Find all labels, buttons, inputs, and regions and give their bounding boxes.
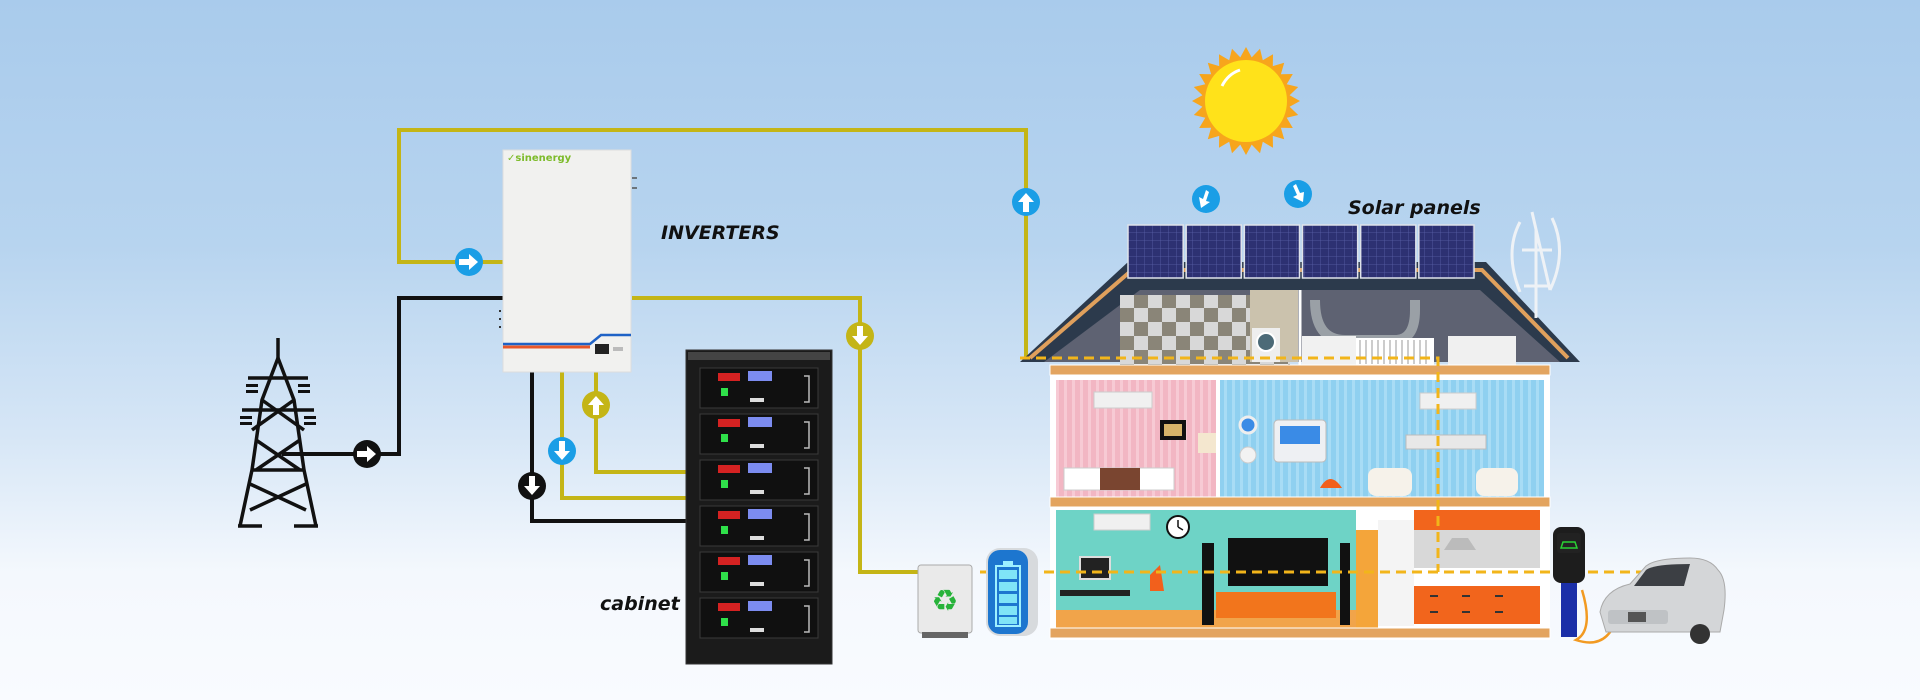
svg-text:♻: ♻: [932, 584, 959, 619]
solar-panels: [1127, 224, 1475, 279]
flow-arrow-solar-in: [455, 248, 483, 276]
solar-panel: [1359, 224, 1417, 279]
flow-arrow-charge-down: [548, 437, 576, 465]
solar-panel: [1301, 224, 1359, 279]
inverter-unit: [499, 149, 637, 373]
sun-icon: [1192, 47, 1300, 155]
flow-arrow-sun-2: [1284, 180, 1312, 208]
checkmark-icon: ✓: [507, 153, 516, 164]
brand-logo: ✓sinenergy: [507, 153, 572, 164]
solar-panel: [1185, 224, 1243, 279]
cabinet-vent: [688, 352, 830, 360]
flow-arrow-ground-down: [518, 472, 546, 500]
battery-cabinet: [685, 349, 833, 665]
flow-arrow-up-house: [1012, 188, 1040, 216]
wire-inverter-to-house: [632, 296, 932, 574]
wire-grid-to-inverter: [282, 296, 503, 456]
flow-arrow-inverter-to-house: [846, 322, 874, 350]
home-battery-icon: [986, 548, 1038, 636]
solar-panel: [1418, 224, 1475, 279]
sun-highlight: [1220, 68, 1241, 87]
wire-inverter-to-cabinet-ground: [530, 372, 686, 523]
power-tower-icon: [238, 338, 318, 528]
battery-module: [699, 505, 819, 547]
wire-cabinet-to-inverter: [594, 372, 686, 474]
label-cabinet: cabinet: [600, 593, 680, 615]
solar-panel: [1243, 224, 1301, 279]
recycle-unit: ♻: [917, 564, 973, 638]
flow-arrow-grid: [353, 440, 381, 468]
label-inverters: INVERTERS: [661, 222, 780, 244]
ev-charger-icon: [1553, 527, 1618, 644]
wires: [282, 128, 1028, 574]
battery-module: [699, 551, 819, 593]
wire-inverter-to-cabinet: [560, 372, 686, 500]
flow-arrow-sun-1: [1192, 185, 1220, 213]
label-solar-panels: Solar panels: [1348, 197, 1481, 219]
wind-turbine-icon: [1510, 211, 1562, 318]
wire-solar-to-inverter: [397, 128, 1028, 360]
battery-module: [699, 459, 819, 501]
electric-car-icon: [1599, 557, 1726, 644]
house: [980, 262, 1642, 640]
solar-panel: [1127, 224, 1184, 279]
battery-module: [699, 597, 819, 639]
battery-module: [699, 367, 819, 409]
flow-arrow-cabinet-up: [582, 391, 610, 419]
sun-disc: [1205, 60, 1287, 142]
battery-module: [699, 413, 819, 455]
